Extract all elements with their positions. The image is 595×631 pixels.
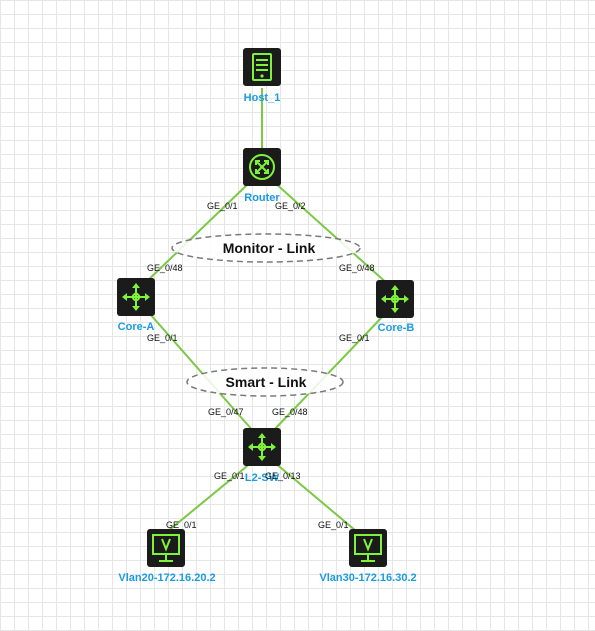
switch-icon: [248, 433, 276, 461]
link-router-core-b: [273, 181, 391, 287]
smart-link-group: Smart - Link: [186, 367, 344, 397]
node-label: Vlan20-172.16.20.2: [118, 572, 215, 584]
switch-icon: [381, 285, 409, 313]
node-label: Vlan30-172.16.30.2: [319, 572, 416, 584]
node-pc-vlan20[interactable]: Vlan20-172.16.20.2: [118, 529, 216, 584]
port-label: GE_0/48: [272, 407, 308, 417]
node-label: Router: [244, 192, 280, 204]
monitor-icon: [354, 534, 382, 562]
node-pc-vlan30[interactable]: Vlan30-172.16.30.2: [319, 529, 417, 584]
server-icon: [252, 53, 272, 81]
monitor-link-label: Monitor - Link: [223, 240, 316, 256]
link-core-b-l2: [271, 313, 386, 433]
port-label: GE_0/48: [339, 263, 375, 273]
port-label: GE_0/1: [207, 201, 238, 211]
node-core-a[interactable]: Core-A: [117, 278, 155, 333]
port-label: GE_0/1: [166, 520, 197, 530]
node-core-b[interactable]: Core-B: [376, 280, 414, 334]
smart-link-label: Smart - Link: [226, 374, 307, 390]
link-router-core-a: [141, 181, 251, 287]
node-label: Host_1: [244, 92, 281, 104]
monitor-link-group: Monitor - Link: [171, 233, 361, 263]
router-icon: [249, 154, 275, 180]
monitor-icon: [152, 534, 180, 562]
node-label: Core-A: [118, 321, 155, 333]
node-router[interactable]: Router: [243, 148, 281, 204]
node-label: Core-B: [378, 322, 415, 334]
port-labels: GE_0/1 GE_0/2 GE_0/48 GE_0/48 GE_0/1 GE_…: [147, 201, 375, 530]
link-l2-pc1: [161, 461, 253, 537]
port-label: GE_0/1: [339, 333, 370, 343]
port-label: GE_0/2: [275, 201, 306, 211]
node-host-1[interactable]: Host_1: [243, 48, 281, 104]
links: [141, 88, 391, 537]
node-l2-switch[interactable]: L2-SW: [243, 428, 281, 484]
port-label: GE_0/48: [147, 263, 183, 273]
port-label: GE_0/1: [147, 333, 178, 343]
port-label: GE_0/13: [265, 471, 301, 481]
switch-icon: [122, 283, 150, 311]
node-label: L2-SW: [245, 472, 280, 484]
port-label: GE_0/1: [214, 471, 245, 481]
link-l2-pc2: [273, 461, 363, 537]
port-label: GE_0/47: [208, 407, 244, 417]
port-label: GE_0/1: [318, 520, 349, 530]
